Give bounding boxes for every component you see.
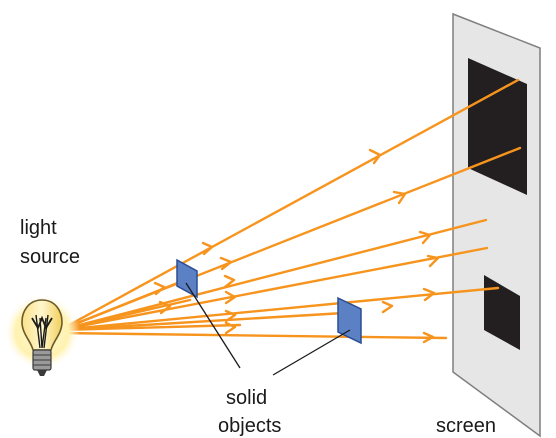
- arrowhead-12: [224, 321, 237, 335]
- label-solid: solid: [226, 387, 267, 409]
- ray-arrowheads: [153, 148, 440, 344]
- solid-object-1: [176, 258, 198, 299]
- arrowhead-2: [392, 190, 407, 205]
- ray-9: [58, 323, 242, 332]
- arrowhead-6: [422, 331, 435, 344]
- arrowhead-5: [422, 287, 436, 302]
- ray-1: [58, 78, 520, 332]
- label-source: source: [20, 246, 80, 268]
- arrowhead-4: [426, 254, 440, 268]
- screen-shadow-small: [484, 275, 520, 350]
- arrowhead-3: [418, 230, 432, 245]
- arrowhead-15: [158, 300, 172, 315]
- arrowhead-7: [201, 241, 214, 256]
- label-objects: objects: [218, 415, 281, 437]
- arrowhead-13: [381, 300, 394, 314]
- ray-4: [58, 246, 489, 332]
- pointer-line-1: [185, 282, 241, 369]
- arrowhead-9: [223, 274, 236, 289]
- solid-object-2: [337, 296, 362, 345]
- pointer-line-2: [272, 329, 351, 376]
- arrowhead-1: [368, 148, 382, 165]
- label-screen: screen: [436, 415, 496, 437]
- ray-10: [58, 331, 448, 340]
- ray-6: [58, 311, 346, 332]
- arrowhead-11: [224, 309, 237, 323]
- screen-shadow-large: [468, 58, 527, 195]
- light-rays: [58, 78, 522, 340]
- ray-3: [58, 218, 488, 332]
- arrowhead-10: [224, 290, 237, 305]
- arrowhead-8: [219, 256, 233, 271]
- light-bulb-icon: [4, 294, 80, 376]
- label-light: light: [20, 217, 57, 239]
- ray-5: [58, 286, 500, 332]
- arrowhead-14: [153, 281, 166, 296]
